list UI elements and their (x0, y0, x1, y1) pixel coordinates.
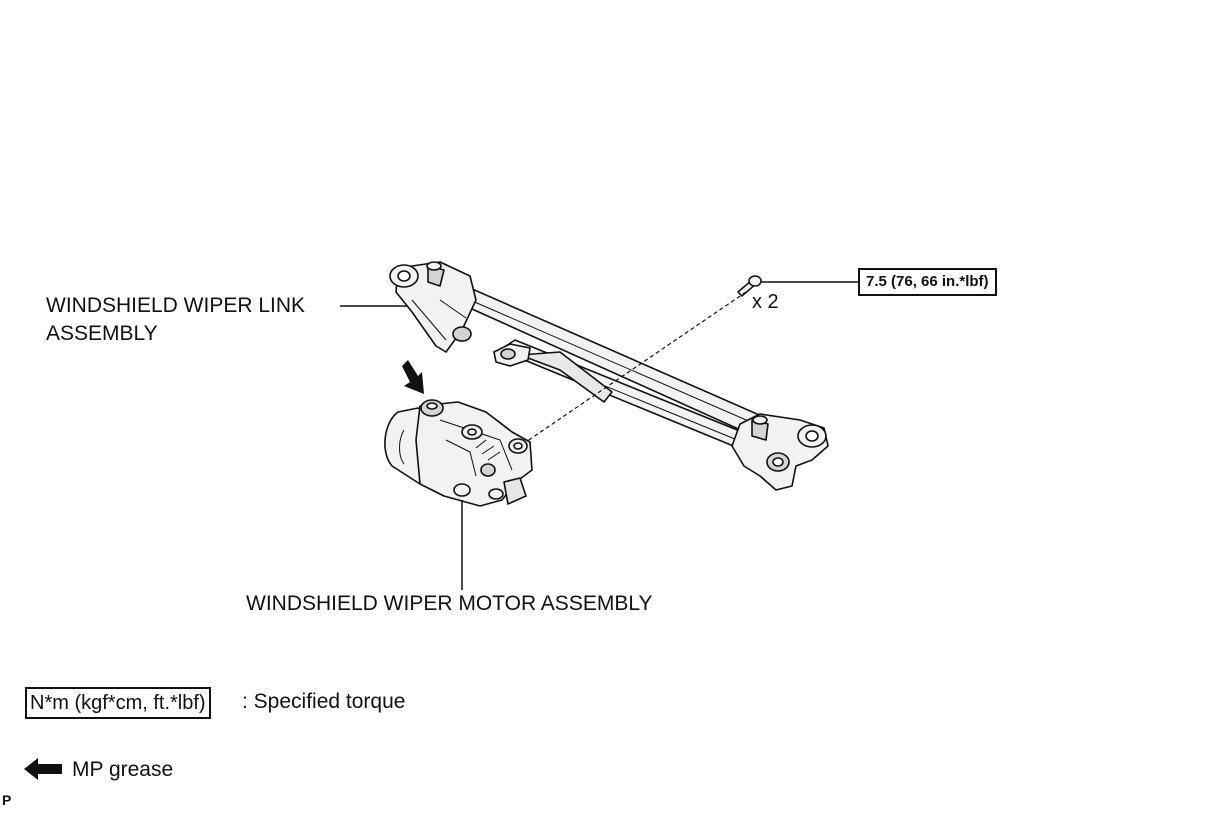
motor-assembly-label: WINDSHIELD WIPER MOTOR ASSEMBLY (246, 592, 653, 615)
mounting-bolt (736, 275, 762, 298)
wiper-motor-assembly (384, 399, 533, 507)
legend-arrow-icon (24, 758, 62, 780)
bolt-install-line (519, 291, 747, 447)
torque-spec-box: 7.5 (76, 66 in.*lbf) (858, 268, 997, 296)
legend-torque-description: : Specified torque (242, 690, 406, 713)
link-assembly-label-line2: ASSEMBLY (46, 322, 158, 345)
wiper-link-assembly (389, 261, 829, 491)
bolt-quantity-label: x 2 (752, 291, 779, 313)
legend-torque-unit-box: N*m (kgf*cm, ft.*lbf) (25, 687, 211, 719)
motor-connector (503, 477, 527, 505)
link-rod (519, 351, 613, 403)
grease-point-arrow-icon (402, 360, 424, 394)
link-assembly-label-line1: WINDSHIELD WIPER LINK (46, 294, 306, 317)
corner-mark: P (2, 792, 12, 808)
legend-grease-description: MP grease (72, 758, 174, 781)
link-assembly-label: WINDSHIELD WIPER LINK ASSEMBLY (46, 292, 305, 348)
